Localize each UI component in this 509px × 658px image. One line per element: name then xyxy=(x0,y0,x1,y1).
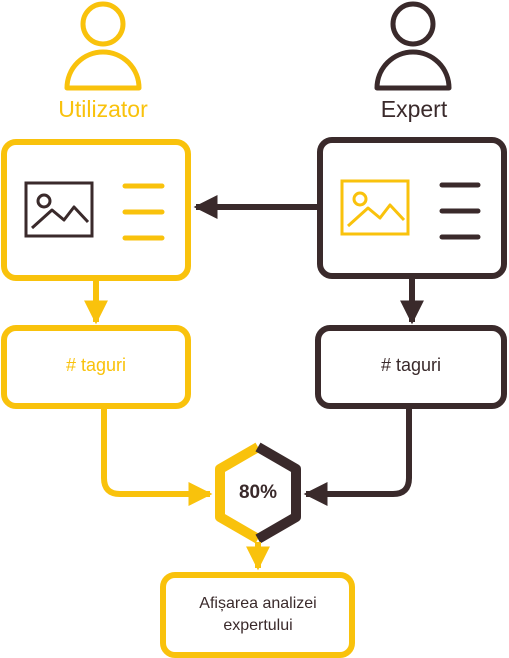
result-box xyxy=(160,572,355,658)
user-tags-to-match-connector xyxy=(101,409,213,506)
expert-label: Expert xyxy=(380,96,448,122)
user-icon xyxy=(64,1,142,91)
match-percentage: 80% xyxy=(238,482,278,503)
hexagon-icon xyxy=(215,442,301,544)
expert-content-card xyxy=(317,137,507,279)
image-icon xyxy=(340,179,410,236)
image-icon xyxy=(24,181,94,238)
expert-tags-label: # taguri xyxy=(380,355,442,375)
expert-tags-to-match-connector xyxy=(303,409,412,506)
result-label: Afișarea analizei expertului xyxy=(199,595,317,634)
expert-tags-box xyxy=(315,325,507,409)
user-label: Utilizator xyxy=(58,96,148,122)
text-lines-icon xyxy=(122,183,165,241)
expert-icon xyxy=(374,1,452,91)
user-tags-box xyxy=(1,325,191,409)
text-lines-icon xyxy=(439,182,481,240)
user-content-card xyxy=(1,139,191,281)
user-tags-label: # taguri xyxy=(65,355,127,375)
